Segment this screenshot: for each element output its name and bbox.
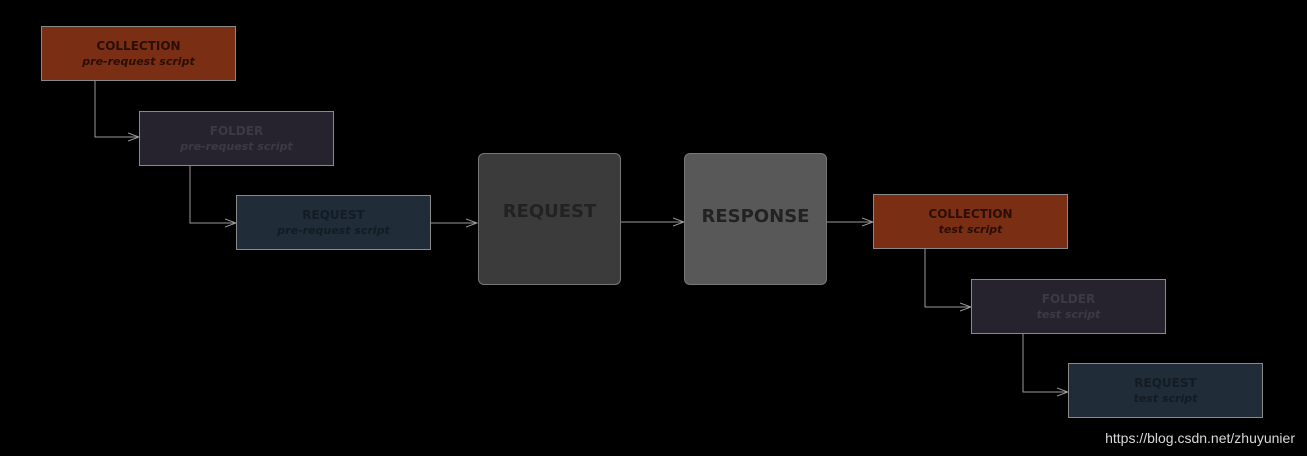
node-title: COLLECTION [928,206,1013,221]
test-request-node: REQUEST test script [1068,363,1263,418]
node-subtitle: pre-request script [277,223,390,237]
connector-folder-to-request [189,166,236,223]
node-title: REQUEST [502,201,597,222]
request-node: REQUEST [478,153,621,285]
node-subtitle: test script [1133,391,1198,405]
node-subtitle: test script [938,222,1003,236]
node-title: COLLECTION [96,38,181,53]
connector-collection-to-folder [94,81,139,137]
watermark-url: https://blog.csdn.net/zhuyunier [1105,430,1295,446]
node-title: FOLDER [1041,291,1096,306]
pre-folder-node: FOLDER pre-request script [139,111,334,166]
node-subtitle: pre-request script [180,139,293,153]
node-title: FOLDER [209,123,264,138]
response-node: RESPONSE [684,153,827,285]
node-subtitle: test script [1036,307,1101,321]
node-title: REQUEST [1134,375,1197,390]
node-subtitle: pre-request script [82,54,195,68]
test-collection-node: COLLECTION test script [873,194,1068,249]
node-title: REQUEST [302,207,365,222]
connector-test-folder-to-request [1022,334,1068,392]
node-title: RESPONSE [701,206,810,227]
connector-test-collection-to-folder [924,249,971,307]
pre-request-node: REQUEST pre-request script [236,195,431,250]
pre-collection-node: COLLECTION pre-request script [41,26,236,81]
test-folder-node: FOLDER test script [971,279,1166,334]
